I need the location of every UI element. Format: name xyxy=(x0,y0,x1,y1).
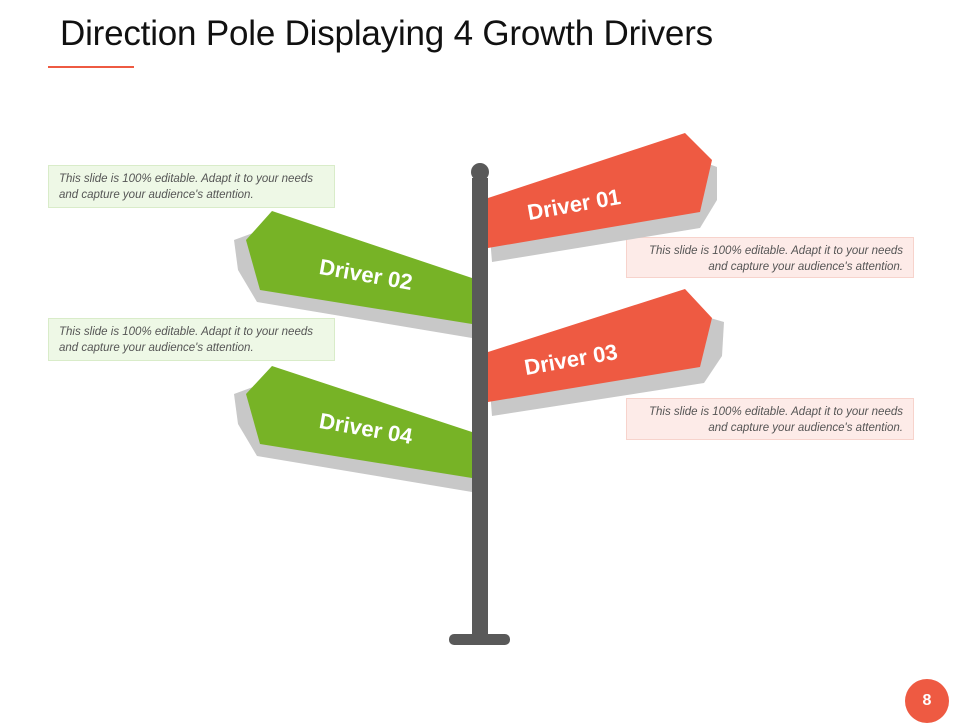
sign-board xyxy=(246,366,472,478)
pole-cap xyxy=(471,163,489,181)
note-1: This slide is 100% editable. Adapt it to… xyxy=(48,165,335,208)
sign-driver-03: Driver 03 xyxy=(488,289,724,416)
title-underline xyxy=(48,66,134,68)
sign-board xyxy=(246,211,472,324)
sign-driver-01: Driver 01 xyxy=(488,133,717,262)
slide-title: Direction Pole Displaying 4 Growth Drive… xyxy=(60,14,713,53)
sign-board xyxy=(488,133,712,248)
note-3: This slide is 100% editable. Adapt it to… xyxy=(48,318,335,361)
page-number-badge: 8 xyxy=(905,679,949,723)
sign-board xyxy=(488,289,712,402)
pole xyxy=(472,178,488,640)
note-4: This slide is 100% editable. Adapt it to… xyxy=(626,398,914,440)
sign-driver-02: Driver 02 xyxy=(234,211,472,338)
note-2: This slide is 100% editable. Adapt it to… xyxy=(626,237,914,278)
sign-driver-04: Driver 04 xyxy=(234,366,472,492)
